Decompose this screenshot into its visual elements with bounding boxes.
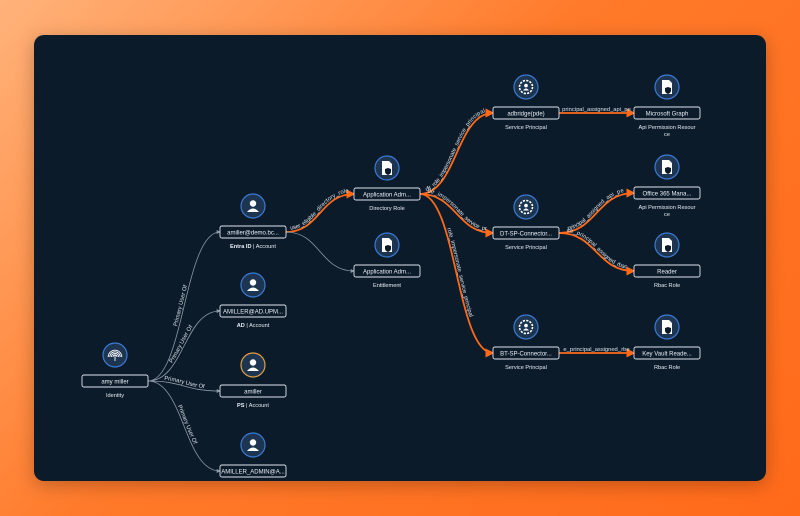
- node-label-box: [219, 304, 287, 318]
- node-caption: Rbac Role: [654, 283, 680, 289]
- node-label-box: [492, 346, 560, 360]
- user-icon: [240, 272, 266, 298]
- node-kv[interactable]: Key Vault Reade... Rbac Role: [633, 314, 701, 371]
- node-ps[interactable]: amiller PS | Account: [219, 352, 287, 409]
- node-ad2[interactable]: AMILLER_ADMIN@A...AD | Account: [219, 432, 287, 481]
- node-label-box: [81, 374, 149, 388]
- node-o365[interactable]: Office 365 Mana... Api Permission Resourc…: [633, 154, 701, 218]
- document-shield-icon: [654, 74, 680, 100]
- node-appadm1[interactable]: Application Adm... Directory Role: [353, 155, 421, 212]
- node-label-box: [353, 264, 421, 278]
- edge-demo-appadm1[interactable]: [285, 189, 356, 233]
- edge-label: dir_role_impersonate_service_principal: [425, 108, 486, 193]
- node-ad1[interactable]: AMILLER@AD.UPM... AD | Account: [219, 272, 287, 329]
- edge-label: user_eligible_directory_role: [290, 188, 349, 231]
- node-label-box: [633, 346, 701, 360]
- node-label: DT-SP-Connector...: [500, 231, 552, 237]
- gear-user-icon: [513, 194, 539, 220]
- edge-amy-ad1[interactable]: [147, 309, 221, 382]
- node-adbridge[interactable]: adbridge(pde) Service Principal: [492, 74, 560, 131]
- document-shield-icon: [374, 155, 400, 181]
- edge-appadm1-dtsp[interactable]: [419, 193, 495, 238]
- node-label-box: [633, 106, 701, 120]
- node-caption-cont: ce: [664, 132, 670, 138]
- node-label: Reader: [657, 269, 677, 275]
- edge-label: principal_assigned_api_pe: [567, 188, 624, 232]
- node-label: Key Vault Reade...: [642, 351, 692, 357]
- node-label: AMILLER@AD.UPM...: [223, 309, 283, 315]
- node-label: adbridge(pde): [507, 111, 544, 117]
- node-caption: AD | Account: [237, 323, 270, 329]
- edge-label: Primary User Of: [169, 324, 195, 364]
- edge-appadm1-btsp[interactable]: [419, 193, 495, 358]
- edge-label: role_impersonate_service_principal: [445, 227, 473, 318]
- node-caption: Service Principal: [505, 365, 547, 371]
- node-caption: Api Permission Resour: [639, 205, 696, 211]
- document-shield-icon: [654, 154, 680, 180]
- edge-label: e_principal_assigned_rbe: [563, 347, 629, 353]
- node-label-box: [633, 264, 701, 278]
- node-label: amiller@demo.bc...: [227, 230, 279, 236]
- user-icon: [240, 352, 266, 378]
- edge-label: Primary User Of: [176, 404, 198, 445]
- node-label: Office 365 Mana...: [643, 191, 692, 197]
- node-appadm2[interactable]: Application Adm... Entitlement: [353, 232, 421, 289]
- edge-appadm1-adbridge[interactable]: [419, 108, 495, 195]
- node-caption: Service Principal: [505, 245, 547, 251]
- node-demo[interactable]: amiller@demo.bc... Entra ID | Account: [219, 193, 287, 250]
- node-label-box: [492, 106, 560, 120]
- node-caption: Directory Role: [369, 206, 404, 212]
- document-shield-icon: [654, 232, 680, 258]
- node-label-box: [219, 384, 287, 398]
- edge-label: dir_impersonate_service_pr: [427, 189, 487, 233]
- node-dtsp[interactable]: DT-SP-Connector... Service Principal: [492, 194, 560, 251]
- node-btsp[interactable]: BT-SP-Connector... Service Principal: [492, 314, 560, 371]
- node-caption: Rbac Role: [654, 365, 680, 371]
- gear-user-icon: [513, 74, 539, 100]
- node-caption: PS | Account: [237, 403, 269, 409]
- edge-amy-demo[interactable]: [147, 230, 221, 382]
- fingerprint-icon: [102, 342, 128, 368]
- gear-user-icon: [513, 314, 539, 340]
- document-shield-icon: [374, 232, 400, 258]
- node-label-box: [219, 225, 287, 239]
- node-caption: Api Permission Resour: [639, 125, 696, 131]
- node-label: BT-SP-Connector...: [500, 351, 552, 357]
- edge-amy-ps[interactable]: [147, 380, 221, 393]
- node-label-box: [353, 187, 421, 201]
- node-label: amiller: [244, 389, 262, 395]
- document-shield-icon: [654, 314, 680, 340]
- node-label: Application Adm...: [363, 269, 411, 275]
- edge-demo-appadm2[interactable]: [285, 231, 355, 273]
- node-label: Application Adm...: [363, 192, 411, 198]
- edge-dtsp-o365[interactable]: [558, 188, 636, 234]
- node-label: amy miller: [101, 379, 128, 385]
- edge-label: Primary User Of: [173, 284, 189, 327]
- edge-label: ce_principal_assigned_rbac: [566, 228, 627, 271]
- node-label-box: [492, 226, 560, 240]
- edge-label: principal_assigned_api_pe: [562, 107, 631, 113]
- node-label: Microsoft Graph: [646, 111, 689, 117]
- node-caption-cont: ce: [664, 212, 670, 218]
- node-label-box: [633, 186, 701, 200]
- node-label: AMILLER_ADMIN@A...: [221, 469, 285, 475]
- node-caption: Identity: [106, 393, 124, 399]
- node-caption: Entitlement: [373, 283, 401, 289]
- edge-dtsp-reader[interactable]: [558, 232, 636, 276]
- node-label-box: [219, 464, 287, 478]
- user-icon: [240, 432, 266, 458]
- edge-amy-ad2[interactable]: [147, 380, 221, 473]
- node-caption: Entra ID | Account: [230, 244, 276, 250]
- user-icon: [240, 193, 266, 219]
- node-caption: Service Principal: [505, 125, 547, 131]
